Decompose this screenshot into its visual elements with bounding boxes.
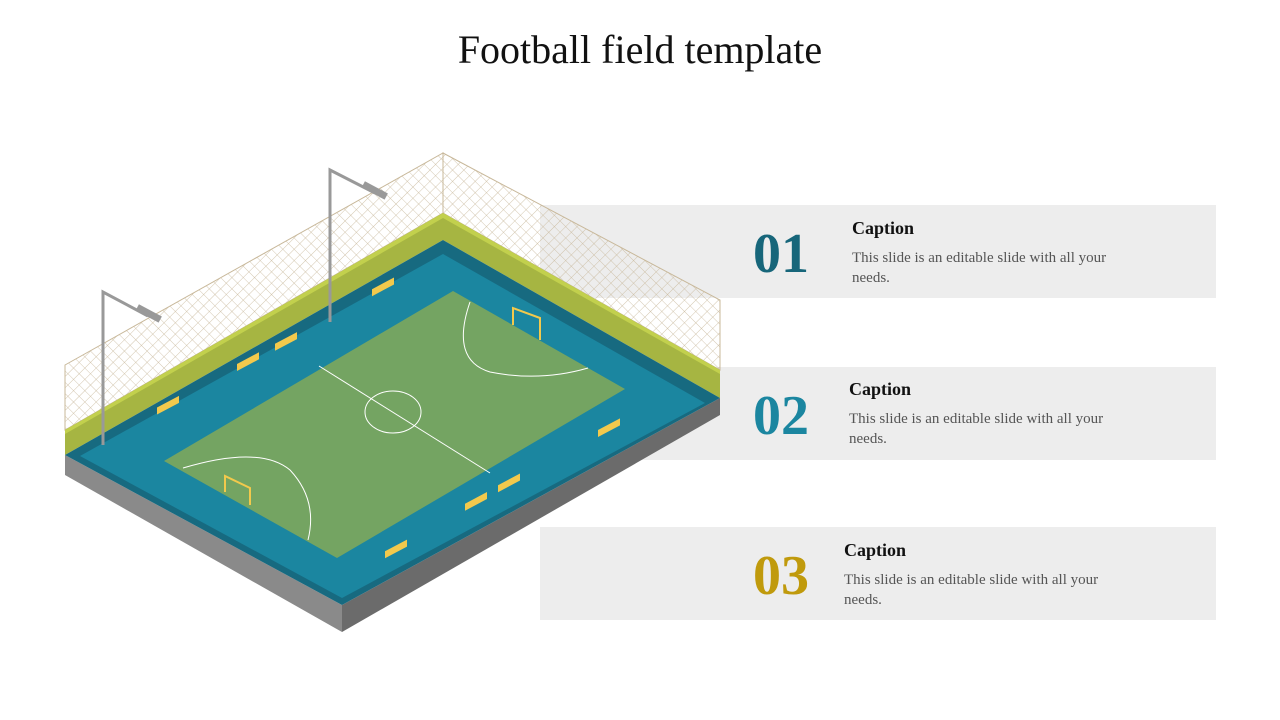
base-left [65, 455, 342, 632]
base-right [342, 398, 720, 632]
goal-bottom [224, 474, 251, 505]
item-number-1: 01 [753, 223, 809, 285]
item-text-1: This slide is an editable slide with all… [852, 250, 1107, 286]
item-number-2: 02 [753, 385, 809, 447]
light-pole-2 [328, 167, 376, 322]
wall-right [443, 213, 720, 398]
item-caption-1: Caption [852, 218, 915, 238]
light-pole-1 [101, 289, 149, 445]
item-caption-2: Caption [849, 379, 912, 399]
benches [157, 277, 620, 559]
item-text-2: This slide is an editable slide with all… [849, 411, 1104, 447]
item-number-3: 03 [753, 545, 809, 607]
goal-top [512, 306, 541, 340]
caption-band-3 [540, 527, 1216, 620]
wall-left [65, 213, 443, 455]
item-text-3: This slide is an editable slide with all… [844, 572, 1099, 608]
pitch [164, 291, 625, 558]
slide-title: Football field template [457, 27, 823, 72]
item-caption-3: Caption [844, 540, 907, 560]
